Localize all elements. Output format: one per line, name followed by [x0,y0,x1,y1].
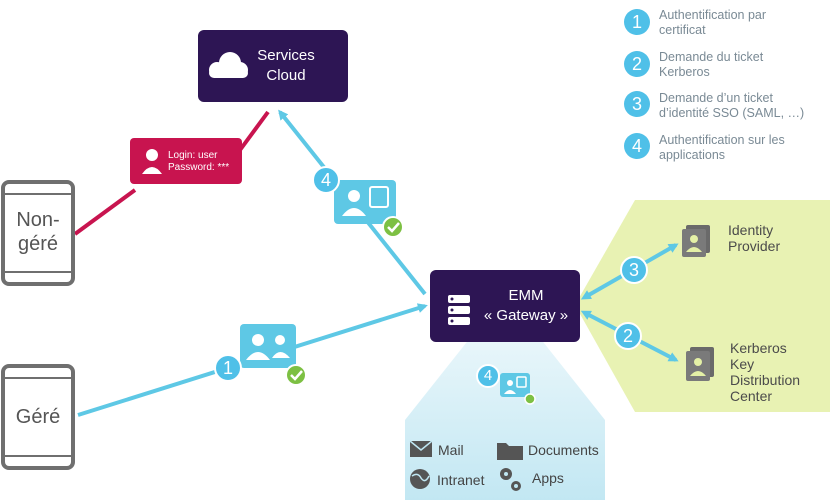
globe-icon [410,469,430,489]
legend-3-number: 3 [631,94,642,114]
apps-step4-check [524,393,536,405]
unmanaged-connection-line [73,188,137,236]
app-mail-label: Mail [438,442,464,458]
step1-badge [240,324,296,368]
apps-step4-number: 4 [483,367,493,384]
app-apps-label: Apps [532,470,564,486]
emm-gateway-label: EMM« Gateway » [483,287,569,324]
user-badge-icon [342,186,389,216]
cloud-icon [209,52,248,78]
step4-circle [312,166,340,194]
server-icon [448,295,470,325]
id-card-icon [682,225,710,257]
step2-circle [614,322,642,350]
app-documents-label: Documents [528,442,599,458]
unmanaged-device-label: Non-géré [16,209,60,255]
legend-4-circle [624,133,650,159]
step4-number: 4 [320,170,331,190]
apps-step4-circle [476,364,500,388]
legend-2-circle [624,51,650,77]
step1-circle [214,354,242,382]
step4-check [382,216,404,238]
unmanaged-tablet [1,180,75,286]
step3-circle [620,256,648,284]
user-group-icon [246,334,290,360]
user-icon [142,149,162,174]
managed-tablet [1,364,75,470]
credential-to-cloud-line [238,110,270,152]
services-cloud-box [198,30,348,102]
gears-icon [500,468,521,491]
legend-4-number: 4 [631,136,642,156]
managed-device-label: Géré [15,406,61,428]
legend-1-number: 1 [631,12,642,32]
mail-icon [409,440,433,457]
folder-icon [497,443,523,460]
step2-number: 2 [622,326,633,346]
app-intranet-label: Intranet [437,472,485,488]
step1-check [285,364,307,386]
id-card-icon [686,347,714,381]
step3-number: 3 [628,260,639,280]
legend-1-circle [624,9,650,35]
legend-2-number: 2 [631,54,642,74]
apps-zone [405,338,605,500]
legend-3-circle [624,91,650,117]
step1-number: 1 [222,358,233,378]
